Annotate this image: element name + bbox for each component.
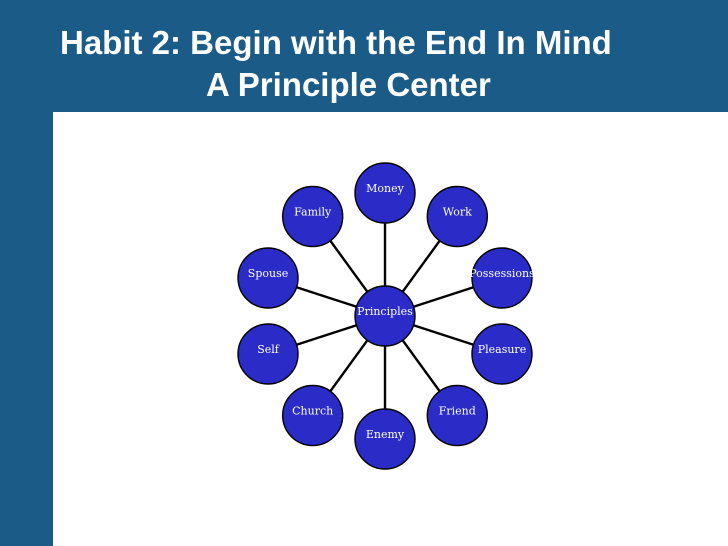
node-work-label: Work <box>443 205 472 218</box>
node-church: Church <box>282 384 344 447</box>
node-self-label: Self <box>257 343 280 356</box>
node-possessions-circle <box>471 247 533 309</box>
node-pleasure: Pleasure <box>471 323 533 385</box>
node-money-circle <box>354 162 416 224</box>
node-spouse-label: Spouse <box>248 267 288 280</box>
node-family: Family <box>282 185 344 248</box>
node-work-circle <box>426 185 488 248</box>
node-pleasure-label: Pleasure <box>478 343 527 356</box>
node-friend: Friend <box>426 384 488 447</box>
slide-title-line-1: Habit 2: Begin with the End In Mind <box>60 24 612 61</box>
node-spouse-circle <box>237 247 299 309</box>
node-self-circle <box>237 323 299 385</box>
node-money: Money <box>354 162 416 224</box>
center-node-principles-label: Principles <box>357 305 413 318</box>
node-friend-label: Friend <box>439 405 476 418</box>
node-enemy-label: Enemy <box>366 428 405 441</box>
center-node-principles: Principles <box>354 285 416 347</box>
center-node-principles-circle <box>354 285 416 347</box>
node-possessions-label: Possessions <box>469 267 535 280</box>
node-friend-circle <box>426 384 488 447</box>
node-church-label: Church <box>292 405 333 418</box>
node-enemy: Enemy <box>354 408 416 470</box>
node-self: Self <box>237 323 299 385</box>
title-banner <box>0 0 728 112</box>
node-spouse: Spouse <box>237 247 299 309</box>
node-possessions: Possessions <box>469 247 535 309</box>
node-work: Work <box>426 185 488 248</box>
node-family-circle <box>282 185 344 248</box>
node-church-circle <box>282 384 344 447</box>
left-accent-strip <box>0 112 53 546</box>
node-pleasure-circle <box>471 323 533 385</box>
node-enemy-circle <box>354 408 416 470</box>
slide-subtitle-line-2: A Principle Center <box>206 66 491 103</box>
node-family-label: Family <box>294 205 332 218</box>
node-money-label: Money <box>366 182 404 195</box>
